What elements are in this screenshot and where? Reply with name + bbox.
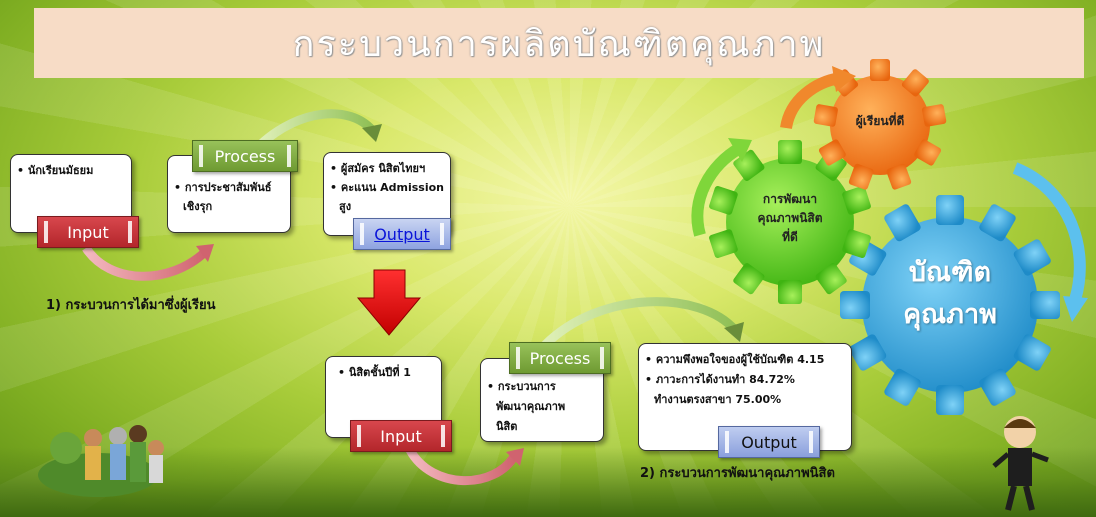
p2-output-line-1: ความพึงพอใจของผู้ใช้บัณฑิต 4.15 [645, 350, 845, 370]
p2-output-line-2: ภาวะการได้งานทำ 84.72% [645, 370, 845, 390]
p2-process-line-1: กระบวนการ [487, 377, 597, 397]
p1-process-label: Process [192, 140, 298, 172]
gear-blue-line-1: บัณฑิต [908, 257, 992, 288]
p1-input-label: Input [37, 216, 139, 248]
gear-green [708, 140, 872, 304]
gear-green-label: การพัฒนา คุณภาพนิสิต ที่ดี [738, 190, 842, 247]
cycle-arrow-orange [780, 72, 842, 130]
gear-green-line-3: ที่ดี [782, 230, 798, 244]
curve-arrow-process-to-output-1 [256, 109, 376, 149]
grass-strip [0, 447, 1096, 517]
curve-arrowhead-4 [724, 322, 744, 342]
p2-process-line-3: นิสิต [496, 420, 518, 433]
p1-output-line-2: คะแนน Admission [330, 178, 444, 197]
p1-process-line-2: เชิงรุก [183, 200, 213, 213]
p2-input-label-text: Input [380, 426, 422, 446]
cycle-arrowhead-green [728, 138, 752, 162]
p1-input-line-1: นักเรียนมัธยม [17, 161, 125, 180]
p1-output-label-text[interactable]: Output [374, 224, 430, 244]
gear-orange [813, 59, 947, 191]
title-banner: กระบวนการผลิตบัณฑิตคุณภาพ [34, 8, 1084, 78]
page-title: กระบวนการผลิตบัณฑิตคุณภาพ [292, 23, 826, 65]
gear-blue [840, 195, 1060, 415]
red-down-arrow [356, 269, 422, 336]
curve-arrowhead-3 [506, 448, 524, 466]
gear-green-line-2: คุณภาพนิสิต [757, 211, 823, 225]
p1-output-label[interactable]: Output [353, 218, 451, 250]
students-illustration [38, 425, 164, 497]
cycle-arrow-green [691, 142, 744, 237]
p2-output-label-text: Output [741, 432, 797, 452]
curve-arrow-process-to-output-2 [541, 297, 739, 349]
p2-process-label: Process [509, 342, 611, 374]
gear-orange-label: ผู้เรียนที่ดี [855, 114, 905, 128]
p2-process-label-text: Process [529, 348, 591, 368]
curve-arrowhead-1 [196, 244, 214, 262]
p2-output-line-3: ทำงานตรงสาขา 75.00% [654, 393, 782, 406]
p2-input-line-1: นิสิตชั้นปีที่ 1 [338, 363, 435, 382]
p1-output-line-1: ผู้สมัคร นิสิตไทยฯ [330, 159, 444, 178]
gear-blue-label: บัณฑิต คุณภาพ [880, 252, 1020, 336]
gear-green-line-1: การพัฒนา [762, 192, 818, 206]
p2-input-label: Input [350, 420, 452, 452]
cycle-arrowhead-orange [832, 66, 856, 92]
curve-arrowhead-2 [362, 124, 382, 142]
graduate-character [992, 416, 1049, 511]
p1-input-label-text: Input [67, 222, 109, 242]
cycle-arrow-blue [1012, 162, 1086, 302]
p2-process-line-2: พัฒนาคุณภาพ [496, 400, 566, 413]
p1-caption: 1) กระบวนการได้มาซึ่งผู้เรียน [46, 298, 216, 313]
p1-output-line-3: สูง [339, 200, 352, 213]
gear-blue-line-2: คุณภาพ [903, 299, 997, 330]
p1-process-label-text: Process [214, 146, 276, 166]
curve-arrow-input-to-process-1 [82, 245, 209, 281]
cycle-arrowhead-blue [1063, 296, 1088, 322]
curve-arrow-input-to-process-2 [406, 447, 519, 486]
p1-process-line-1: การประชาสัมพันธ์ [174, 178, 284, 197]
p2-output-label: Output [718, 426, 820, 458]
p2-caption: 2) กระบวนการพัฒนาคุณภาพนิสิต [640, 466, 835, 481]
